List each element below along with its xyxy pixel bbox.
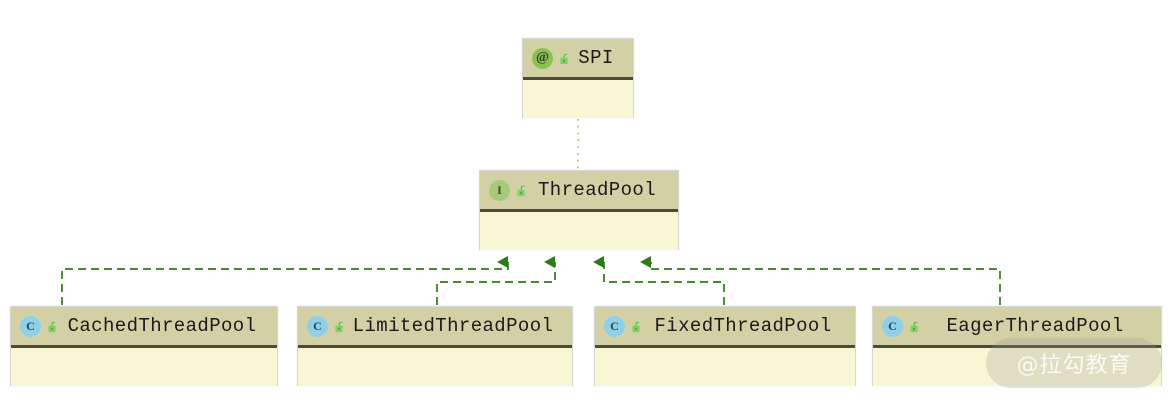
uml-node-fixedthreadpool-header: C FixedThreadPool	[595, 307, 855, 348]
uml-node-cachedthreadpool[interactable]: C CachedThreadPool	[10, 306, 278, 386]
uml-node-threadpool-header: I ThreadPool	[480, 171, 678, 212]
class-badge-icon: C	[882, 315, 903, 337]
uml-node-threadpool-title: ThreadPool	[537, 179, 657, 201]
uml-node-eagerthreadpool-title: EagerThreadPool	[946, 315, 1124, 337]
uml-node-limitedthreadpool-header: C LimitedThreadPool	[298, 307, 572, 348]
edge-limited-realizes-threadpool	[436, 256, 556, 305]
uml-node-fixedthreadpool-title: FixedThreadPool	[654, 315, 832, 337]
annotation-badge-icon: @	[532, 47, 553, 69]
uml-node-spi-body	[523, 80, 633, 118]
edge-cached-realizes-threadpool	[61, 256, 509, 305]
unlock-icon	[46, 319, 61, 334]
uml-node-cachedthreadpool-header: C CachedThreadPool	[11, 307, 277, 348]
uml-node-threadpool[interactable]: I ThreadPool	[479, 170, 679, 250]
uml-node-eagerthreadpool-body	[873, 348, 1161, 386]
uml-node-threadpool-body	[480, 212, 678, 250]
uml-node-fixedthreadpool-body	[595, 348, 855, 386]
uml-node-limitedthreadpool-body	[298, 348, 572, 386]
uml-node-eagerthreadpool-header: C EagerThreadPool	[873, 307, 1161, 348]
uml-node-limitedthreadpool-title: LimitedThreadPool	[352, 315, 554, 337]
class-badge-icon: C	[20, 315, 41, 337]
unlock-icon	[558, 51, 573, 66]
uml-node-spi[interactable]: @ SPI	[522, 38, 634, 118]
class-badge-icon: C	[604, 315, 625, 337]
uml-node-spi-title: SPI	[578, 47, 614, 69]
uml-node-cachedthreadpool-body	[11, 348, 277, 386]
watermark: @拉勾教育	[986, 338, 1162, 388]
class-badge-icon: C	[307, 315, 328, 337]
edge-eager-realizes-threadpool	[640, 256, 1001, 305]
watermark-text: @拉勾教育	[1016, 353, 1132, 378]
unlock-icon	[333, 319, 348, 334]
unlock-icon	[515, 183, 530, 198]
uml-node-spi-header: @ SPI	[523, 39, 633, 80]
uml-node-eagerthreadpool[interactable]: C EagerThreadPool	[872, 306, 1162, 386]
uml-node-cachedthreadpool-title: CachedThreadPool	[67, 315, 257, 337]
uml-node-fixedthreadpool[interactable]: C FixedThreadPool	[594, 306, 856, 386]
unlock-icon	[630, 319, 645, 334]
unlock-icon	[908, 319, 923, 334]
interface-badge-icon: I	[489, 179, 510, 201]
uml-node-limitedthreadpool[interactable]: C LimitedThreadPool	[297, 306, 573, 386]
edge-fixed-realizes-threadpool	[593, 256, 725, 305]
